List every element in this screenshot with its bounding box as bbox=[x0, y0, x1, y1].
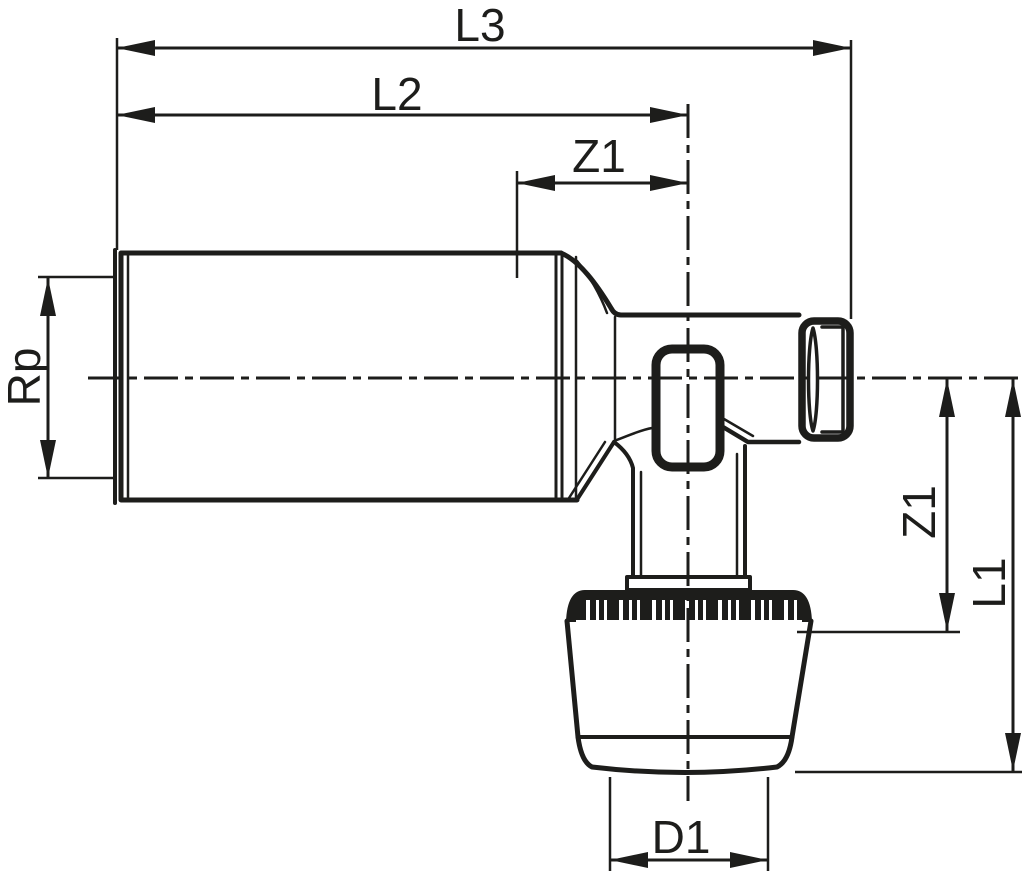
arrow-up bbox=[40, 278, 56, 316]
dim-z1-right bbox=[797, 379, 960, 634]
arrow-right bbox=[730, 852, 768, 868]
dimensions bbox=[38, 38, 1022, 871]
dim-label-l1: L1 bbox=[963, 557, 1015, 608]
dim-label-z1-top: Z1 bbox=[572, 130, 626, 182]
dim-label-d1: D1 bbox=[652, 811, 711, 863]
press-sleeve bbox=[564, 618, 814, 775]
dim-label-l3: L3 bbox=[454, 0, 505, 51]
dim-z1-top bbox=[515, 171, 688, 278]
arrow-right bbox=[650, 107, 688, 123]
taper-cone bbox=[558, 250, 802, 500]
dim-d1 bbox=[608, 777, 770, 871]
dim-l1 bbox=[795, 379, 1022, 774]
arrow-up bbox=[1005, 379, 1021, 417]
threaded-socket bbox=[113, 248, 580, 505]
dim-rp bbox=[38, 275, 116, 480]
dim-label-l2: L2 bbox=[371, 68, 422, 120]
arrow-right bbox=[813, 40, 851, 56]
arrow-up bbox=[939, 379, 955, 417]
arrow-left bbox=[610, 852, 648, 868]
dim-l2 bbox=[117, 107, 688, 123]
dim-label-z1-right: Z1 bbox=[893, 485, 945, 539]
dim-l3 bbox=[115, 38, 853, 319]
mounting-lug bbox=[651, 344, 725, 472]
barrel-bottom bbox=[612, 417, 802, 445]
arrow-down bbox=[1005, 733, 1021, 771]
dim-label-rp: Rp bbox=[0, 348, 50, 407]
arrow-left bbox=[517, 175, 555, 191]
press-end-bead bbox=[798, 317, 854, 442]
arrow-right bbox=[650, 175, 688, 191]
arrow-down bbox=[40, 440, 56, 478]
dimension-labels: L3 L2 Z1 Rp Z1 L1 D1 bbox=[0, 0, 1015, 863]
arrow-left bbox=[117, 40, 155, 56]
arrow-down bbox=[939, 593, 955, 631]
fitting-body bbox=[113, 248, 854, 775]
arrow-left bbox=[117, 107, 155, 123]
knurled-ring bbox=[566, 590, 812, 622]
